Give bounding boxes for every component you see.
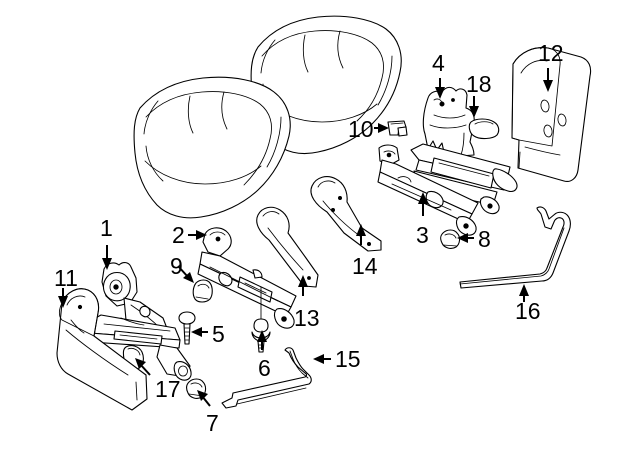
callout-arrow-13 — [298, 275, 308, 296]
callout-arrow-2 — [188, 230, 207, 240]
callout-arrow-1 — [102, 245, 112, 270]
callout-label-6: 6 — [258, 355, 271, 381]
callout-arrow-18 — [469, 96, 479, 118]
callout-arrow-3 — [418, 192, 428, 216]
part-16-adjuster-release-rod-rear — [459, 206, 571, 289]
part-1-seat-adjuster-bracket-left — [86, 262, 192, 381]
callout-arrow-4 — [435, 78, 445, 99]
callout-label-16: 16 — [515, 298, 541, 324]
callout-arrow-8 — [457, 233, 474, 243]
callout-arrow-14 — [356, 224, 366, 245]
callout-arrow-7 — [197, 390, 211, 407]
callout-label-3: 3 — [416, 222, 429, 248]
part-18-latch-button-cap — [468, 118, 500, 140]
callout-arrow-10 — [374, 123, 389, 133]
part-9-track-end-cap — [192, 279, 213, 303]
callout-arrow-11 — [58, 288, 68, 308]
callout-label-1: 1 — [100, 215, 113, 241]
callout-arrow-9 — [177, 265, 194, 283]
part-4-recliner-mechanism-bracket — [422, 86, 475, 158]
callout-label-4: 4 — [432, 50, 445, 76]
callout-arrow-5 — [191, 327, 208, 337]
callout-label-12: 12 — [538, 40, 564, 66]
callout-label-8: 8 — [478, 226, 491, 252]
callout-arrow-16 — [519, 284, 529, 302]
callout-label-10: 10 — [348, 116, 374, 142]
part-5-mounting-bolt-short — [178, 311, 196, 345]
callout-arrow-6 — [257, 330, 267, 350]
callout-label-5: 5 — [212, 321, 225, 347]
callout-label-9: 9 — [170, 253, 183, 279]
callout-label-14: 14 — [352, 253, 378, 279]
part-10-spring-clip — [387, 120, 408, 137]
part-15-adjuster-release-rod-front — [221, 347, 312, 409]
callout-label-17: 17 — [155, 376, 181, 402]
callout-label-7: 7 — [206, 410, 219, 436]
part-2-seat-track-inner-rail — [197, 227, 297, 329]
callout-label-18: 18 — [466, 71, 492, 97]
callout-label-11: 11 — [54, 265, 78, 291]
callout-arrow-17 — [135, 358, 151, 376]
part-13-seat-cushion-frame-arm-left — [256, 206, 319, 288]
part-11-seat-trim-side-cover-left — [56, 288, 148, 411]
part-14-seat-cushion-frame-arm-right — [310, 176, 382, 252]
callout-label-2: 2 — [172, 222, 185, 248]
callout-arrow-15 — [313, 354, 331, 364]
callout-label-15: 15 — [335, 346, 361, 372]
part-3-upper-slide-rail-assembly — [410, 143, 518, 215]
callout-label-13: 13 — [294, 305, 320, 331]
part-8-clip-retainer-upper — [440, 229, 461, 249]
part-12-seat-trim-side-cover-right — [511, 47, 592, 182]
callout-arrow-12 — [543, 68, 553, 92]
seat-cushion-pad-front — [133, 76, 291, 219]
